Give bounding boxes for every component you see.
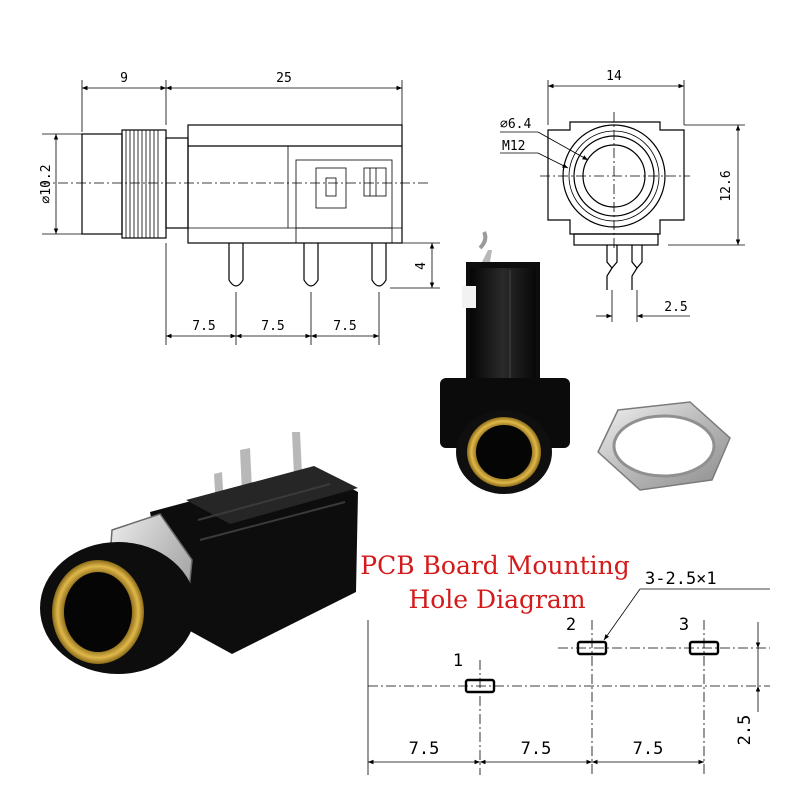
pin-1-label: 1 [453,651,463,671]
pcb-pitch-1: 7.5 [409,739,440,759]
jack-angled-photo [40,432,358,674]
pcb-title-line2: Hole Diagram [408,585,585,614]
pcb-pitch-3: 7.5 [633,739,664,759]
dim-pitch-3: 7.5 [333,319,356,334]
dim-bore-diameter: ⌀6.4 [500,117,531,132]
dim-pin-offset: 2.5 [664,300,687,315]
dim-front-length: 9 [120,71,128,86]
hex-nut-photo [597,401,731,491]
dim-pin-height: 4 [414,262,429,270]
dim-pitch-1: 7.5 [192,319,215,334]
dim-front-width: 14 [606,69,622,84]
jack-upright-photo [440,231,570,494]
dim-front-height: 12.6 [719,170,734,201]
pin-2-label: 2 [566,615,576,635]
side-view-drawing: 9 25 ⌀10.2 [39,71,440,345]
pcb-offset-dim: 2.5 [735,715,755,746]
pcb-hole-diagram: PCB Board Mounting Hole Diagram 3-2.5×1 … [360,551,770,775]
dim-diameter: ⌀10.2 [39,164,54,203]
dim-thread: M12 [502,139,525,154]
pin-3-label: 3 [679,615,689,635]
pcb-pitch-2: 7.5 [521,739,552,759]
front-view-drawing: 14 12.6 ⌀6.4 M12 2.5 [500,69,745,322]
hole-spec-label: 3-2.5×1 [645,569,717,589]
pcb-title-line1: PCB Board Mounting [360,551,630,580]
dim-pitch-2: 7.5 [261,319,284,334]
dim-body-length: 25 [276,71,292,86]
